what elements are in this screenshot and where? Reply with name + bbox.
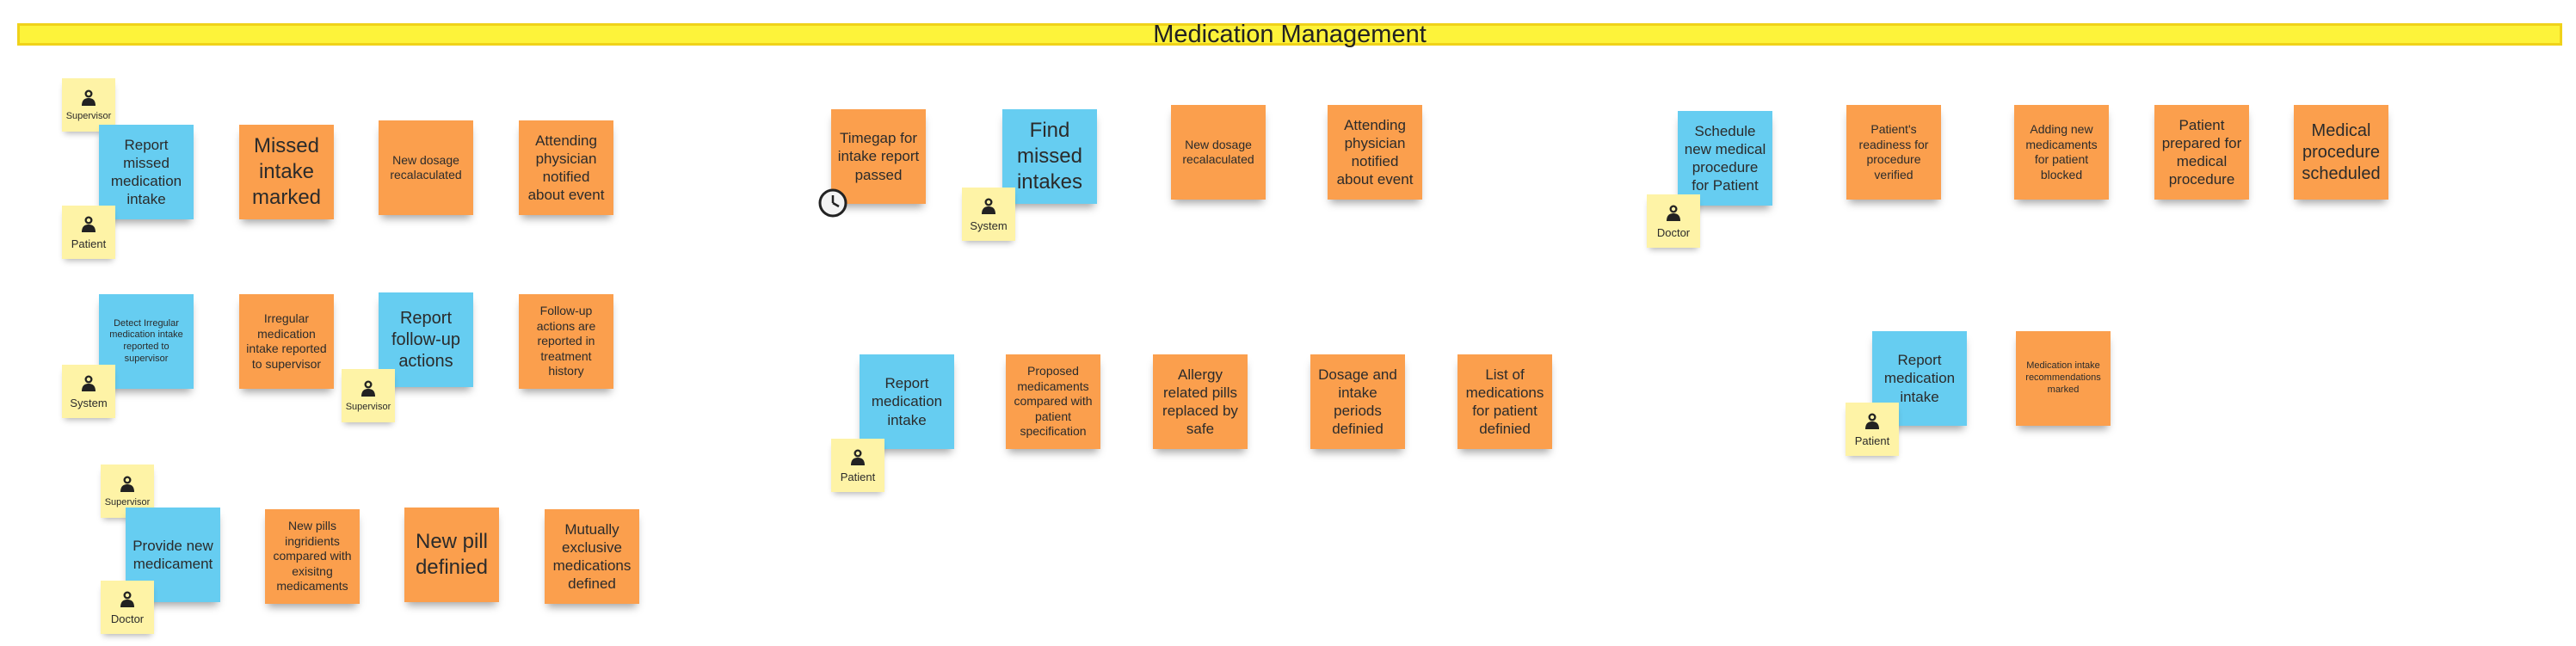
- actor-label: Patient: [71, 237, 107, 250]
- actor-sticky-supervisor[interactable]: Supervisor: [342, 369, 395, 422]
- actor-label: System: [70, 396, 108, 409]
- person-icon: [982, 198, 995, 214]
- event-new-pills-ingredients-compared[interactable]: New pills ingridients compared with exis…: [265, 509, 360, 604]
- event-new-dosage-recalculated[interactable]: New dosage recalaculated: [379, 120, 473, 215]
- person-icon: [82, 375, 96, 391]
- actor-label: Doctor: [1656, 225, 1691, 239]
- actor-sticky-system[interactable]: System: [62, 365, 115, 418]
- event-irregular-intake-reported[interactable]: Irregular medication intake reported to …: [239, 294, 334, 389]
- event-allergy-pills-replaced[interactable]: Allergy related pills replaced by safe: [1153, 354, 1248, 449]
- person-icon: [361, 380, 375, 397]
- event-recommendations-marked[interactable]: Medication intake recommendations marked: [2016, 331, 2111, 426]
- event-follow-up-actions-reported[interactable]: Follow-up actions are reported in treatm…: [519, 294, 613, 389]
- actor-sticky-patient[interactable]: Patient: [831, 439, 884, 492]
- command-schedule-new-procedure[interactable]: Schedule new medical procedure for Patie…: [1678, 111, 1772, 206]
- actor-sticky-patient[interactable]: Patient: [1846, 403, 1899, 456]
- person-icon: [120, 476, 134, 492]
- actor-label: System: [970, 218, 1008, 232]
- actor-sticky-supervisor[interactable]: Supervisor: [62, 78, 115, 132]
- actor-label: Patient: [1854, 434, 1890, 447]
- actor-label: Supervisor: [345, 402, 391, 412]
- event-patient-prepared[interactable]: Patient prepared for medical procedure: [2154, 105, 2249, 200]
- event-procedure-scheduled[interactable]: Medical procedure scheduled: [2294, 105, 2388, 200]
- person-icon: [851, 449, 865, 465]
- command-report-medication-intake[interactable]: Report medication intake: [1872, 331, 1967, 426]
- actor-label: Supervisor: [65, 111, 112, 121]
- person-icon: [82, 89, 96, 106]
- board-title: Medication Management: [17, 21, 2562, 48]
- event-proposed-medicaments-compared[interactable]: Proposed medicaments compared with patie…: [1006, 354, 1100, 449]
- command-find-missed-intakes[interactable]: Find missed intakes: [1002, 109, 1097, 204]
- command-report-medication-intake[interactable]: Report medication intake: [860, 354, 954, 449]
- event-list-medications-defined[interactable]: List of medications for patient definied: [1457, 354, 1552, 449]
- event-adding-new-medicaments-blocked[interactable]: Adding new medicaments for patient block…: [2014, 105, 2109, 200]
- actor-sticky-doctor[interactable]: Doctor: [1647, 194, 1700, 248]
- event-missed-intake-marked[interactable]: Missed intake marked: [239, 125, 334, 219]
- clock-icon: [818, 188, 847, 218]
- event-attending-physician-notified[interactable]: Attending physician notified about event: [519, 120, 613, 215]
- event-attending-physician-notified[interactable]: Attending physician notified about event: [1328, 105, 1422, 200]
- event-patient-readiness-verified[interactable]: Patient's readiness for procedure verifi…: [1846, 105, 1941, 200]
- person-icon: [1667, 205, 1680, 221]
- command-report-follow-up-actions[interactable]: Report follow-up actions: [379, 292, 473, 387]
- person-icon: [120, 591, 134, 607]
- person-icon: [1865, 413, 1879, 429]
- event-mutually-exclusive-defined[interactable]: Mutually exclusive medications defined: [545, 509, 639, 604]
- command-report-missed-intake[interactable]: Report missed medication intake: [99, 125, 194, 219]
- event-new-pill-defined[interactable]: New pill definied: [404, 508, 499, 602]
- event-timegap-passed[interactable]: Timegap for intake report passed: [831, 109, 926, 204]
- actor-sticky-patient[interactable]: Patient: [62, 206, 115, 259]
- actor-label: Doctor: [110, 612, 145, 625]
- actor-label: Patient: [840, 470, 876, 483]
- person-icon: [82, 216, 96, 232]
- actor-sticky-system[interactable]: System: [962, 188, 1015, 241]
- actor-label: Supervisor: [104, 497, 151, 508]
- event-new-dosage-recalculated[interactable]: New dosage recalaculated: [1171, 105, 1266, 200]
- event-dosage-periods-defined[interactable]: Dosage and intake periods definied: [1310, 354, 1405, 449]
- actor-sticky-doctor[interactable]: Doctor: [101, 581, 154, 634]
